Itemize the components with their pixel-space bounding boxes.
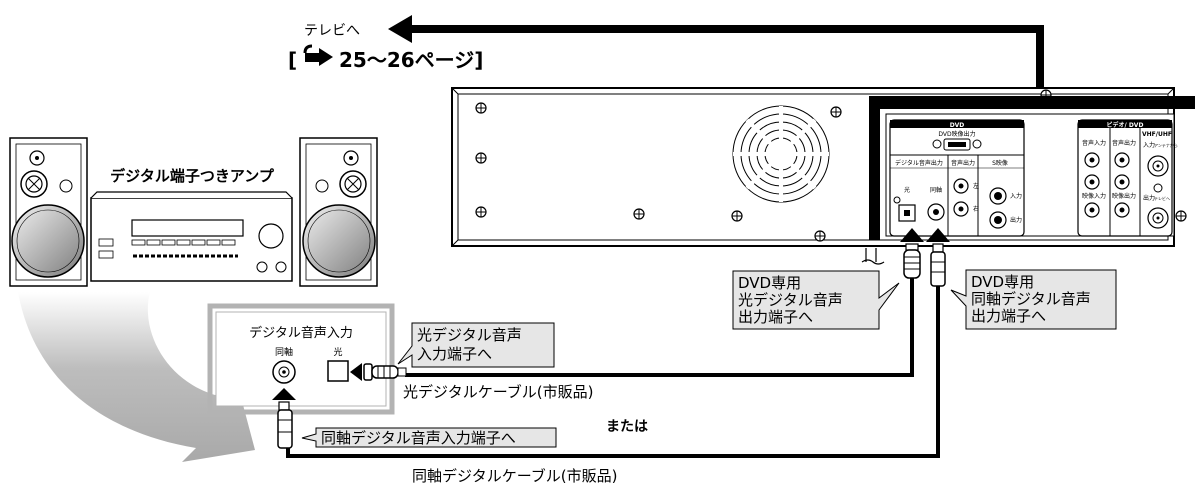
- amp-buttons: [98, 238, 236, 259]
- break-marks: [861, 248, 885, 265]
- tv-arrow-head: [388, 15, 412, 43]
- s-video-output-label: 出力: [1010, 216, 1022, 224]
- amp-input-title: デジタル音声入力: [249, 325, 353, 341]
- dvd-optical-out-jack: [898, 204, 916, 222]
- tv-cable-vertical: [1036, 25, 1044, 115]
- page-reference: [ 25〜26ページ]: [288, 44, 483, 72]
- left-label: 左: [973, 182, 979, 190]
- callout-amp-coax-text: 同軸デジタル音声入力端子へ: [321, 429, 516, 447]
- dvd-audio-out-jacks: [953, 178, 969, 217]
- amp-optical-label: 光: [333, 346, 342, 358]
- amplifier: [90, 191, 293, 282]
- video-dvd-connector-panel: ビデオ/ DVD 音声入力 音声出力 VHF/UHF 映像入力 映像出力 入力 …: [1077, 119, 1178, 237]
- tv-arrow-group: テレビへ: [304, 15, 1044, 115]
- dvd-coax-plug-icon: [926, 228, 950, 287]
- amp-optical-jack: [327, 360, 349, 382]
- callout-amp-coax: 同軸デジタル音声入力端子へ: [301, 427, 557, 448]
- tv-out-sub-label: テレビへ: [1154, 195, 1170, 201]
- callout-amp-optical-line1: 光デジタル音声: [417, 326, 522, 344]
- tv-cable-horizontal: [410, 25, 1044, 33]
- callout-dvd-coax: DVD専用 同軸デジタル音声 出力端子へ: [950, 269, 1117, 330]
- amp-title: デジタル端子つきアンプ: [110, 167, 275, 185]
- dvd-video-out-label: DVD映像出力: [938, 130, 975, 138]
- or-label: または: [606, 419, 648, 435]
- ref-pages: 25〜26ページ]: [339, 48, 483, 72]
- video-out-label: 映像出力: [1112, 192, 1136, 200]
- dvd-header: DVD: [950, 122, 965, 129]
- dvd-coax-out-jack: [927, 203, 945, 221]
- digital-audio-out-label: デジタル音声出力: [895, 159, 943, 167]
- audio-in-label: 音声入力: [1082, 139, 1106, 147]
- antenna-in-label: 入力: [1143, 141, 1155, 149]
- callout-dvd-optical: DVD専用 光デジタル音声 出力端子へ: [732, 270, 900, 330]
- s-video-label: S映像: [992, 159, 1008, 167]
- callout-dvd-coax-line3: 出力端子へ: [971, 307, 1046, 325]
- flow-swoosh: [18, 292, 255, 462]
- audio-out-label: 音声出力: [951, 159, 975, 167]
- antenna-in-sub-label: アンテナから: [1154, 142, 1178, 148]
- coaxial-label: 同軸: [930, 186, 942, 194]
- ref-open-bracket: [: [288, 48, 297, 72]
- vhf-uhf-label: VHF/UHF: [1142, 131, 1172, 138]
- video-dvd-header: ビデオ/ DVD: [1107, 121, 1144, 129]
- ref-arrow-icon: [303, 44, 333, 66]
- s-video-input-label: 入力: [1010, 192, 1022, 200]
- video-in-label: 映像入力: [1082, 192, 1106, 200]
- callout-amp-optical: 光デジタル音声 入力端子へ: [397, 322, 555, 368]
- amp-input-panel: デジタル音声入力 同軸 光: [207, 303, 395, 415]
- right-label: 右: [973, 205, 979, 213]
- dvd-connector-panel: DVD DVD映像出力 デジタル音声出力 音声出力 S映像 光 同軸: [889, 119, 1025, 237]
- dvd-optical-plug-icon: [900, 228, 924, 279]
- optical-cable-caption: 光デジタルケーブル(市販品): [403, 383, 594, 401]
- fan-grille-icon: [732, 105, 830, 203]
- s-video-jacks: [989, 187, 1007, 229]
- callout-dvd-coax-line1: DVD専用: [971, 273, 1034, 291]
- callout-dvd-optical-line3: 出力端子へ: [738, 308, 813, 326]
- amp-optical-plug-icon: [350, 363, 407, 381]
- antenna-in-connector: [1147, 155, 1169, 177]
- amp-coax-label: 同軸: [275, 346, 293, 358]
- optical-cable: [350, 228, 924, 381]
- right-speaker: [299, 137, 378, 287]
- optical-label: 光: [904, 186, 910, 194]
- tv-out-label: 出力: [1143, 194, 1155, 202]
- coax-cable-caption: 同軸デジタルケーブル(市販品): [412, 467, 618, 485]
- callout-dvd-optical-line1: DVD専用: [738, 274, 801, 292]
- coaxial-cable: [272, 228, 950, 458]
- audio-out2-label: 音声出力: [1112, 139, 1136, 147]
- callout-dvd-coax-line2: 同軸デジタル音声: [971, 290, 1091, 308]
- to-tv-label: テレビへ: [304, 23, 360, 39]
- amp-coax-plug-icon: [272, 388, 296, 449]
- dvd-video-out-connector: [932, 138, 982, 151]
- callout-amp-optical-line2: 入力端子へ: [417, 345, 492, 363]
- callout-dvd-optical-line2: 光デジタル音声: [738, 291, 843, 309]
- tv-out-connector: [1147, 207, 1169, 229]
- left-speaker: [9, 137, 88, 287]
- amp-coax-jack: [272, 360, 296, 384]
